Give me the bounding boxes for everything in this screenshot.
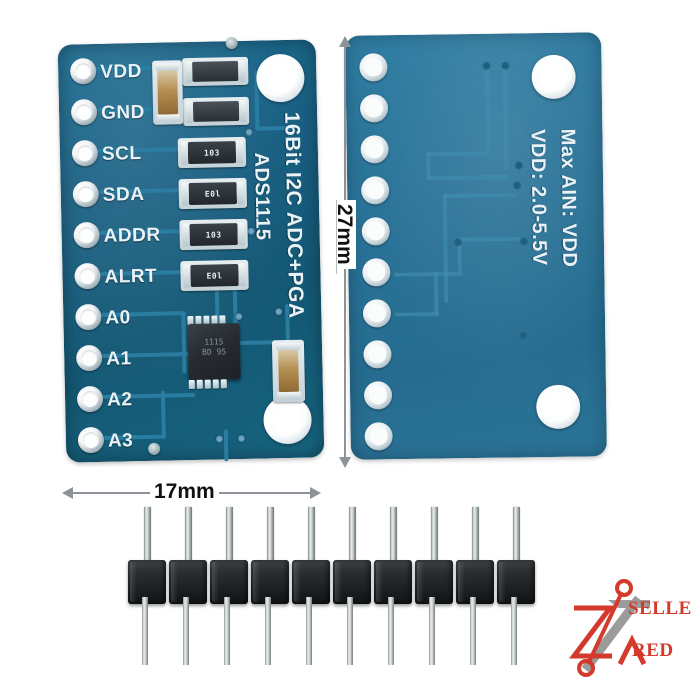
back-trace-8 <box>457 237 520 242</box>
silk-label-sda: SDA <box>102 183 145 206</box>
silk-label-a0: A0 <box>105 307 131 329</box>
pin-pad-gnd <box>70 98 98 126</box>
logo-text-selle: SELLE <box>628 598 692 619</box>
smd-capacitor-tan-bottom <box>271 339 306 403</box>
back-pad-4 <box>361 176 390 205</box>
pcb-front-board: 103 E0l 103 E0l 1 <box>57 36 325 463</box>
silk-label-a2: A2 <box>106 389 133 411</box>
silk-label-a1: A1 <box>106 348 132 370</box>
back-pad-2 <box>359 94 389 123</box>
smd-resistor-r4: E0l <box>180 259 249 292</box>
back-trace-3 <box>426 151 489 156</box>
back-pad-10 <box>364 422 393 451</box>
back-via-3 <box>514 161 523 170</box>
smd-resistor-r3-marking: 103 <box>189 223 238 247</box>
back-pad-7 <box>362 299 392 328</box>
test-pad-top <box>225 36 238 50</box>
dimension-width-label: 17mm <box>150 480 219 504</box>
smd-resistor-r3: 103 <box>179 218 248 251</box>
silk-title-main: 16Bit I2C ADC+PGA <box>280 111 308 319</box>
pin-pad-scl <box>71 139 99 167</box>
trace-a0-down <box>181 311 187 374</box>
back-mounting-hole-bottom <box>535 384 581 430</box>
smd-resistor-r2: E0l <box>178 177 248 210</box>
back-mounting-hole-top <box>531 54 576 100</box>
back-trace-6 <box>443 194 448 303</box>
back-via-5 <box>453 238 463 247</box>
silk-label-addr: ADDR <box>103 224 161 247</box>
silk-title-part: ADS1115 <box>249 152 274 241</box>
back-pad-3 <box>360 135 389 164</box>
pin-pad-a3 <box>77 426 105 454</box>
back-via-1 <box>482 61 491 70</box>
back-pad-5 <box>361 217 390 246</box>
back-pad-6 <box>362 258 391 287</box>
trace-ic-bottom <box>223 429 229 462</box>
watermark-logo: SELLE RED <box>566 578 696 684</box>
back-trace-5 <box>427 175 510 180</box>
mounting-hole-top-right <box>255 53 305 103</box>
back-trace-11 <box>434 272 438 315</box>
back-trace-12 <box>394 312 439 317</box>
back-via-7 <box>519 331 528 340</box>
via-5 <box>275 308 283 316</box>
silk-label-a3: A3 <box>107 430 134 452</box>
smd-resistor-r1-marking: 103 <box>187 141 237 165</box>
back-via-2 <box>501 61 510 70</box>
back-trace-4 <box>426 152 431 179</box>
pin-pad-sda <box>72 180 100 208</box>
pin-pad-alrt <box>74 262 101 290</box>
test-pad-bottom <box>148 442 161 455</box>
smd-resistor-r4-marking: E0l <box>190 264 239 288</box>
back-pad-1 <box>359 53 388 82</box>
silk-label-scl: SCL <box>101 143 142 165</box>
logo-text-red: RED <box>632 640 674 661</box>
back-pad-8 <box>363 340 392 369</box>
silk-label-gnd: GND <box>100 101 146 124</box>
back-trace-7 <box>443 193 516 198</box>
smd-resistor-r2-marking: E0l <box>188 182 238 206</box>
mounting-hole-bottom-right <box>263 395 313 445</box>
back-pad-9 <box>363 381 393 410</box>
smd-capacitor-c2 <box>182 96 250 127</box>
pcb-back-board: Max AIN: VDD VDD: 2.0-5.5V <box>345 32 607 460</box>
back-silk-line1: Max AIN: VDD <box>556 128 581 268</box>
pin-pad-a0 <box>75 303 102 331</box>
ic-legs-bottom <box>188 379 227 390</box>
trace-a3-up <box>160 390 166 439</box>
back-silk-line2: VDD: 2.0-5.5V <box>526 128 551 266</box>
pin-header-strip <box>128 505 540 670</box>
back-trace-1 <box>485 63 490 152</box>
logo-mark-icon <box>569 579 650 677</box>
pin-pad-a1 <box>75 344 103 372</box>
via-1 <box>245 128 253 136</box>
via-7 <box>237 434 246 443</box>
back-via-4 <box>513 181 522 190</box>
silk-label-vdd: VDD <box>100 60 143 83</box>
smd-capacitor-c1 <box>181 56 249 87</box>
via-6 <box>215 435 224 443</box>
pin-pad-vdd <box>69 57 97 85</box>
smd-resistor-r1: 103 <box>177 136 247 169</box>
back-trace-10 <box>394 272 463 277</box>
back-trace-2 <box>503 63 508 170</box>
silk-label-alrt: ALRT <box>104 265 158 288</box>
via-4 <box>235 312 243 321</box>
pin-pad-addr <box>73 221 100 249</box>
smd-capacitor-tan-top <box>152 60 184 125</box>
pin-pad-a2 <box>76 385 104 413</box>
